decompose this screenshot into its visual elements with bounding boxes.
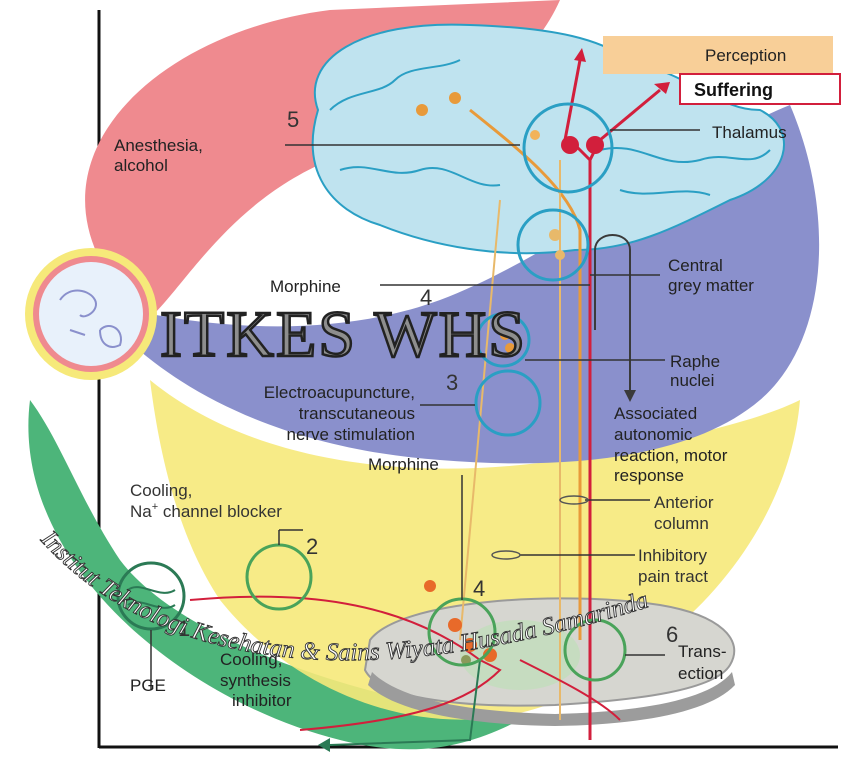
na-rest: channel blocker — [158, 502, 282, 521]
anterior-column-marker — [559, 495, 589, 505]
brain — [311, 23, 785, 255]
arrowhead-perception — [574, 48, 586, 62]
raphe-ring — [475, 312, 531, 368]
perception-label: Perception — [705, 46, 786, 65]
central-grey-label-line2: grey matter — [668, 276, 754, 295]
electro-ring — [474, 369, 542, 437]
electro-label-line2: transcutaneous — [299, 404, 415, 423]
dorsal-horn-dot — [448, 618, 462, 632]
na-prefix: Na — [130, 502, 152, 521]
anterior-column-label-line2: column — [654, 514, 709, 533]
leader-lines — [150, 129, 700, 690]
pge-path — [329, 659, 481, 746]
raphe-label-line1: Raphe — [670, 352, 720, 371]
thalamus-label: Thalamus — [712, 123, 787, 142]
thalamus-ring — [522, 102, 614, 194]
central-grey-ring — [516, 208, 590, 282]
cooling-label-line1: Cooling, — [130, 481, 192, 500]
grey-matter-dot — [555, 250, 565, 260]
nerve-dot — [461, 655, 471, 665]
motor-arrowhead — [624, 390, 636, 402]
cord-fiber — [519, 659, 621, 721]
grey-matter-dot — [549, 229, 561, 241]
brain-folds — [329, 59, 771, 196]
na-blocker-label: Na+ channel blocker — [130, 501, 282, 521]
pge-ring — [116, 561, 186, 631]
associated-label-line4: response — [614, 466, 684, 485]
step-number-6: 6 — [666, 622, 678, 647]
arrow-to-perception — [563, 59, 582, 141]
spinal-cord-rim — [368, 672, 735, 726]
thalamus-dot — [561, 136, 579, 154]
perception-box — [603, 36, 833, 74]
step-number-5: 5 — [287, 107, 299, 132]
raphe-dot — [505, 343, 515, 353]
inhibitory-label-line1: Inhibitory — [638, 546, 707, 565]
step-number-3: 3 — [446, 370, 458, 395]
pge-label: PGE — [130, 676, 166, 695]
step-number-4-bottom: 4 — [473, 576, 485, 601]
cortex-dot — [416, 104, 428, 116]
suffering-box — [679, 73, 841, 105]
central-grey-label-line1: Central — [668, 256, 723, 275]
step-number-2: 2 — [306, 534, 318, 559]
raphe-label-line2: nuclei — [670, 371, 714, 390]
cooling-inhibitor-line1: Cooling, — [220, 650, 282, 669]
globe-landmass — [59, 289, 122, 348]
pge-arrowhead — [318, 738, 330, 752]
grey-matter — [460, 620, 580, 690]
morphine-mid-label: Morphine — [368, 455, 439, 474]
anesthesia-label-line1: Anesthesia, — [114, 136, 203, 155]
cooling-inhibitor-line2: synthesis — [220, 671, 291, 690]
inhibitory-tract — [469, 108, 582, 640]
anesthesia-label-line2: alcohol — [114, 156, 168, 175]
watermark-title: ITKES WHS — [160, 298, 527, 371]
transection-label-line1: Trans- — [678, 642, 727, 661]
associated-label-line1: Associated — [614, 404, 697, 423]
inhibitory-tract-marker — [491, 550, 521, 560]
nerve-ending — [127, 586, 176, 609]
raphe-dot — [500, 330, 510, 340]
transection-label-line2: ection — [678, 664, 723, 683]
step-number-1: 1 — [178, 616, 190, 641]
cortex-dot — [449, 92, 461, 104]
inhibitory-label-line2: pain tract — [638, 567, 708, 586]
dorsal-horn-dot — [463, 638, 477, 652]
cooling-inhibitor-line3: inhibitor — [232, 691, 292, 710]
cortex-dot — [530, 130, 540, 140]
thalamus-dot — [586, 136, 604, 154]
suffering-label: Suffering — [694, 80, 773, 100]
associated-label-line2: autonomic — [614, 425, 693, 444]
associated-label-line3: reaction, motor — [614, 446, 728, 465]
arrowhead-suffering — [654, 82, 670, 94]
transection-ring — [563, 618, 627, 682]
motor-response-path — [594, 234, 631, 390]
step-number-4-top: 4 — [420, 285, 432, 310]
anterior-column-label-line1: Anterior — [654, 493, 714, 512]
dorsal-horn-dot — [483, 648, 497, 662]
nerve-dot — [424, 580, 436, 592]
electro-label-line1: Electroacupuncture, — [264, 383, 415, 402]
electro-label-line3: nerve stimulation — [286, 425, 415, 444]
na-superscript: + — [152, 501, 158, 513]
morphine-top-label: Morphine — [270, 277, 341, 296]
